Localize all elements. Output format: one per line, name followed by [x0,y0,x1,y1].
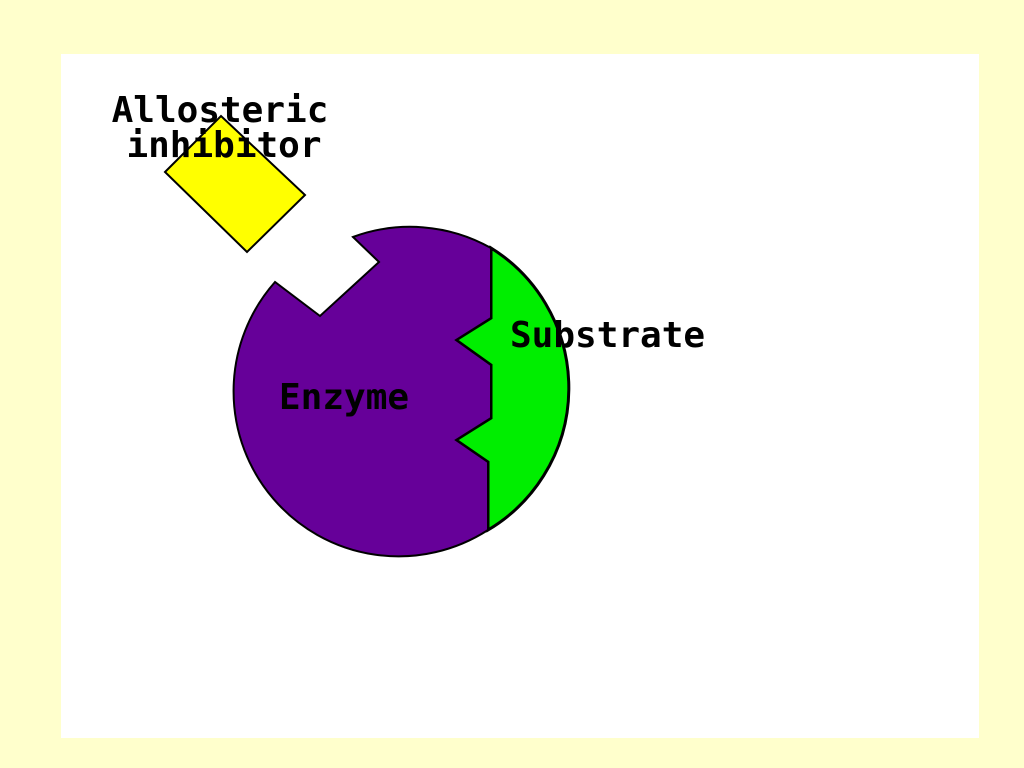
allosteric-inhibitor-shape [163,114,307,254]
inhibitor-label-line2: inhibitor [126,125,321,166]
enzyme-label: Enzyme [279,377,409,418]
substrate-label: Substrate [510,315,705,356]
inhibitor-label-line1: Allosteric [112,90,329,131]
enzyme-shape [232,225,492,558]
